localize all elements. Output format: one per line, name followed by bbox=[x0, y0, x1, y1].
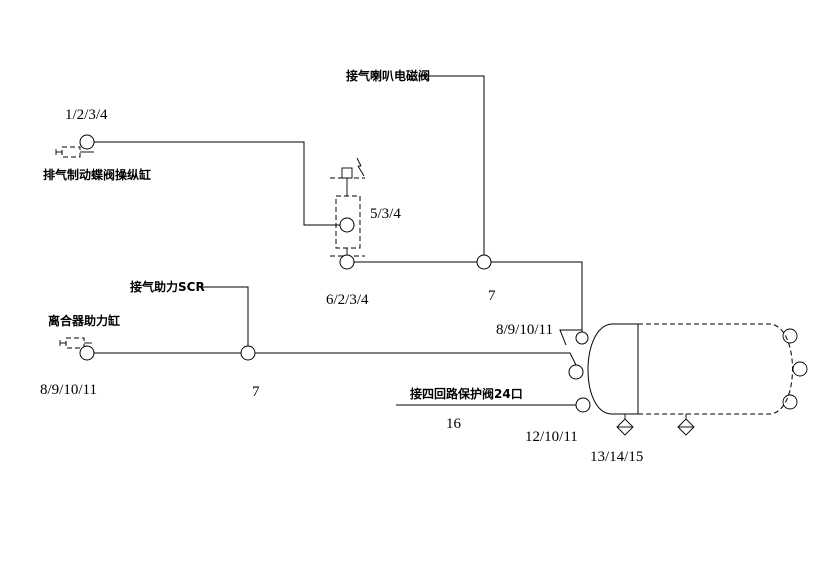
tank-clutch-port bbox=[568, 364, 584, 380]
clutch-booster-port bbox=[79, 345, 95, 361]
air-tank bbox=[587, 323, 808, 415]
solenoid-valve-node-id: 6/2/3/4 bbox=[326, 292, 369, 308]
exhaust-brake-cylinder bbox=[55, 146, 94, 158]
tank-outlet-port bbox=[575, 397, 591, 413]
clutch-booster-name: 离合器助力缸 bbox=[48, 313, 120, 328]
tee-mid-node bbox=[240, 345, 256, 361]
tank-inlet-id: 8/9/10/11 bbox=[496, 322, 553, 338]
solenoid-valve-id: 5/3/4 bbox=[370, 206, 401, 222]
tee-top-node bbox=[476, 254, 492, 270]
exhaust-brake-cylinder-id: 1/2/3/4 bbox=[65, 107, 108, 123]
pipe-exhaust-to-solenoid bbox=[94, 141, 340, 226]
clutch-booster-cylinder bbox=[59, 337, 92, 349]
exhaust-brake-cylinder-port bbox=[79, 134, 95, 150]
pipe-horn-solenoid bbox=[418, 75, 485, 255]
solenoid-valve-port bbox=[339, 217, 355, 233]
solenoid-valve bbox=[330, 157, 365, 257]
tank-outlet-id: 12/10/11 bbox=[525, 429, 578, 445]
tee-top-label: 7 bbox=[488, 288, 496, 304]
pipe-scr-supply bbox=[200, 286, 249, 346]
horn-solenoid-label: 接气喇叭电磁阀 bbox=[346, 68, 430, 83]
tank-inlet-port bbox=[575, 331, 589, 345]
scr-supply-label: 接气助力SCR bbox=[130, 279, 205, 294]
solenoid-valve-outlet-port bbox=[339, 254, 355, 270]
tank-inlet-connector bbox=[559, 329, 582, 346]
tee-mid-label: 7 bbox=[252, 384, 260, 400]
pipe-16-label: 16 bbox=[446, 416, 462, 432]
exhaust-brake-cylinder-name: 排气制动蝶阀操纵缸 bbox=[43, 167, 151, 182]
drain-valves-id: 13/14/15 bbox=[590, 449, 643, 465]
drain-valves bbox=[616, 414, 695, 436]
pipe-clutch-to-tank bbox=[94, 352, 577, 366]
pipe-solenoid-to-tank bbox=[354, 261, 583, 338]
clutch-booster-id: 8/9/10/11 bbox=[40, 382, 97, 398]
four-circuit-valve-label: 接四回路保护阀24口 bbox=[410, 386, 523, 401]
